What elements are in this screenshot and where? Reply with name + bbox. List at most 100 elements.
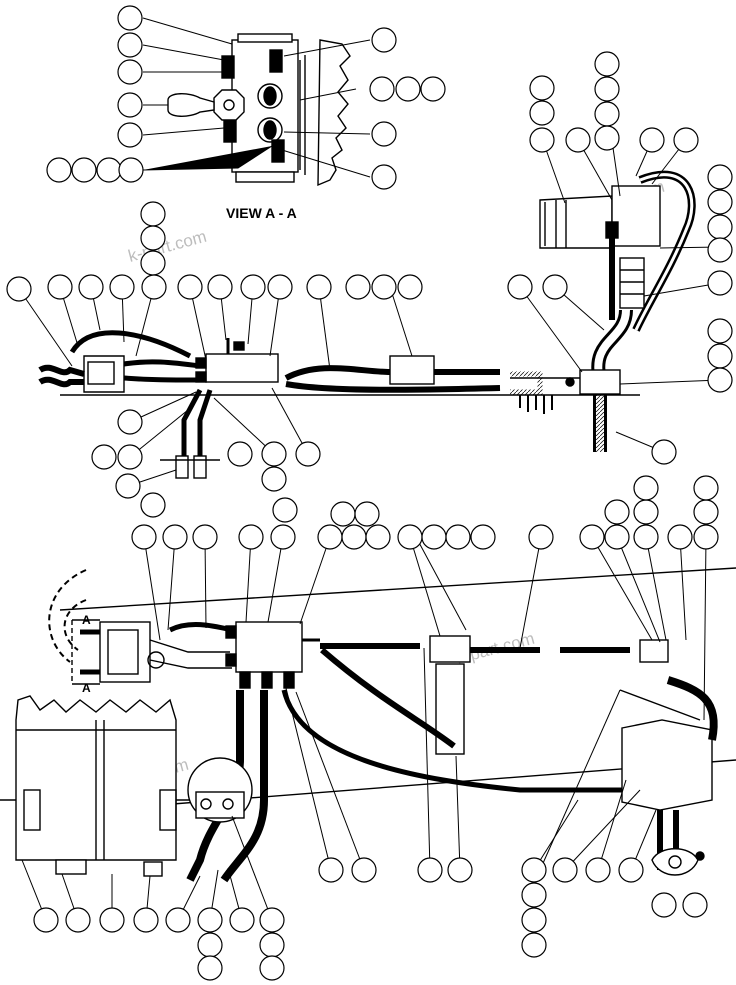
callout-balloon <box>707 237 733 263</box>
callout-balloon <box>177 274 203 300</box>
callout-balloon <box>528 524 554 550</box>
callout-balloon <box>651 892 677 918</box>
callout-balloon <box>594 51 620 77</box>
callout-balloon <box>371 164 397 190</box>
callout-balloon <box>682 892 708 918</box>
hose-diagonal <box>320 647 456 749</box>
callout-balloon <box>604 524 630 550</box>
callout-balloon <box>542 274 568 300</box>
callout-balloon <box>131 524 157 550</box>
callout-balloon <box>65 907 91 933</box>
dashed-hose <box>48 569 87 663</box>
callout-balloon <box>585 857 611 883</box>
mounting-plate-edge <box>299 55 306 175</box>
pump-housing <box>539 195 613 249</box>
callout-balloon <box>96 157 122 183</box>
callout-balloon <box>521 907 547 933</box>
callout-balloon <box>395 76 421 102</box>
callout-balloon <box>618 857 644 883</box>
callout-balloon <box>341 524 367 550</box>
leaders-view <box>142 17 371 178</box>
callout-balloon <box>140 492 166 518</box>
callout-balloon <box>579 524 605 550</box>
callout-balloon <box>707 318 733 344</box>
callout-balloon <box>707 189 733 215</box>
callout-balloon <box>117 59 143 85</box>
mounting-plate <box>317 39 351 187</box>
valve-block-bottom <box>235 621 303 673</box>
callout-balloon <box>345 274 371 300</box>
callout-balloon <box>306 274 332 300</box>
port-2-inner <box>263 120 277 140</box>
callout-balloon <box>565 127 591 153</box>
callout-balloon <box>207 274 233 300</box>
callout-balloon <box>693 524 719 550</box>
callout-balloon <box>197 907 223 933</box>
callout-balloon <box>91 444 117 470</box>
callout-balloon <box>238 524 264 550</box>
callout-balloon <box>295 441 321 467</box>
callout-balloon <box>633 499 659 525</box>
callout-balloon <box>6 276 32 302</box>
filter-block-middle <box>389 355 435 385</box>
callout-balloon <box>529 75 555 101</box>
callout-balloon <box>552 857 578 883</box>
callout-balloon <box>267 274 293 300</box>
valve-block-top-right <box>611 185 661 247</box>
hose-sweep <box>281 689 640 793</box>
callout-balloon <box>227 441 253 467</box>
callout-balloon <box>420 76 446 102</box>
callout-balloon <box>529 127 555 153</box>
port-1 <box>257 83 283 109</box>
callout-balloon <box>261 441 287 467</box>
callout-balloon <box>133 907 159 933</box>
callout-balloon <box>162 524 188 550</box>
right-motor <box>621 719 713 811</box>
callout-balloon <box>421 524 447 550</box>
callout-balloon <box>354 501 380 527</box>
callout-balloon <box>78 274 104 300</box>
callout-balloon <box>633 524 659 550</box>
leaders-bottom <box>21 536 707 921</box>
callout-balloon <box>521 882 547 908</box>
callout-balloon <box>594 76 620 102</box>
callout-balloon <box>529 100 555 126</box>
callout-balloon <box>371 27 397 53</box>
callout-balloon <box>417 857 443 883</box>
callout-balloon <box>197 932 223 958</box>
filter-canister <box>435 663 465 755</box>
valve-top-cap <box>237 33 293 43</box>
callout-balloon <box>707 343 733 369</box>
valve-block-middle <box>205 353 279 383</box>
section-marker-top: A <box>82 613 91 627</box>
callout-balloon <box>117 122 143 148</box>
callout-balloon <box>240 274 266 300</box>
callout-balloon <box>330 501 356 527</box>
callout-balloon <box>270 524 296 550</box>
hose-mid-long-2 <box>285 381 501 393</box>
callout-balloon <box>229 907 255 933</box>
callout-balloon <box>71 157 97 183</box>
port-2 <box>257 117 283 143</box>
callout-balloon <box>445 524 471 550</box>
watermark-1: k-part.com <box>126 227 208 266</box>
callout-balloon <box>397 524 423 550</box>
callout-balloon <box>371 274 397 300</box>
callout-balloon <box>261 466 287 492</box>
callout-balloon <box>117 92 143 118</box>
callout-balloon <box>594 125 620 151</box>
callout-balloon <box>259 955 285 981</box>
callout-balloon <box>507 274 533 300</box>
callout-balloon <box>604 499 630 525</box>
callout-balloons <box>6 5 733 981</box>
callout-balloon <box>365 524 391 550</box>
frame-line-top <box>510 377 640 396</box>
callout-balloon <box>521 857 547 883</box>
callout-balloon <box>140 201 166 227</box>
callout-balloon <box>115 473 141 499</box>
hose-mid-1 <box>69 330 192 359</box>
callout-balloon <box>259 932 285 958</box>
fitting-bottom-right <box>271 139 285 163</box>
callout-balloon <box>447 857 473 883</box>
